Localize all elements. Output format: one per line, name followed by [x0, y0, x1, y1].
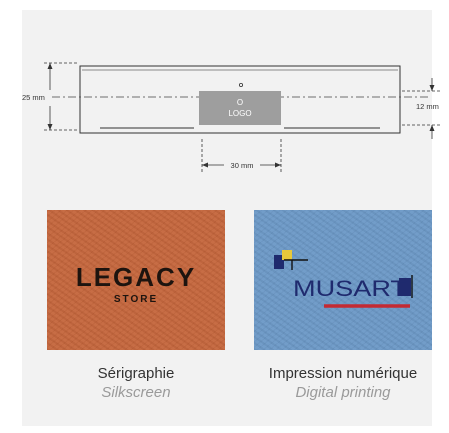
digital-print-caption: Impression numérique Digital printing	[243, 364, 443, 402]
logo-navy-block	[399, 278, 411, 296]
silkscreen-sample: LEGACY STORE	[47, 210, 225, 350]
dim-left-arrow-up	[47, 63, 53, 69]
dim-bottom-arrow-left	[202, 162, 208, 168]
hole-marker	[238, 83, 243, 88]
silkscreen-title-fr: Sérigraphie	[97, 365, 175, 382]
logo-navy-square	[274, 255, 284, 269]
digital-print-title-en: Digital printing	[295, 384, 391, 401]
dim-bottom-arrow-right	[275, 162, 281, 168]
product-outline	[79, 65, 401, 134]
logo-width-label: 30 mm	[231, 161, 254, 170]
digital-print-title-fr: Impression numérique	[268, 365, 418, 382]
logo-line2: LOGO	[228, 109, 251, 118]
height-label: 25 mm	[22, 93, 45, 102]
digital-print-sample: MUSART	[254, 210, 432, 350]
musart-logo-text: MUSART	[293, 276, 407, 301]
logo-line1: O	[237, 98, 243, 107]
product-spec-panel: O LOGO 25 mm 12 mm 30 mm LEGACY STORE	[22, 10, 440, 426]
musart-logo: MUSART	[274, 250, 413, 308]
dimension-diagram: O LOGO 25 mm 12 mm 30 mm	[22, 62, 440, 172]
legacy-logo-text: LEGACY	[75, 262, 197, 292]
dim-left-arrow-down	[47, 124, 53, 130]
dim-right-arrow-up	[429, 125, 435, 131]
logo-height-label: 12 mm	[416, 102, 439, 111]
logo-area	[199, 91, 281, 125]
silkscreen-caption: Sérigraphie Silkscreen	[36, 364, 236, 402]
store-logo-text: STORE	[113, 294, 159, 305]
silkscreen-title-en: Silkscreen	[101, 384, 171, 401]
logo-yellow-square	[282, 250, 292, 260]
dim-right-arrow-down	[429, 85, 435, 91]
